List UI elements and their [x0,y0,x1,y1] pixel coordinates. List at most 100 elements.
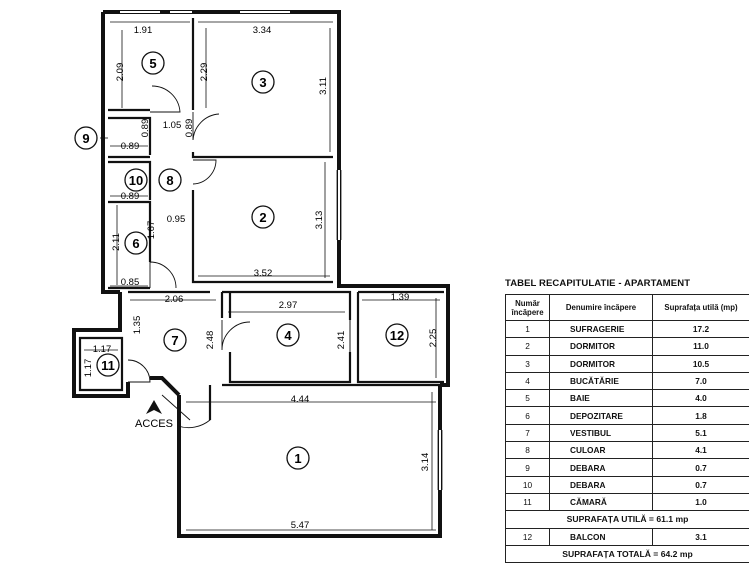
room-marker-11: 11 [96,353,120,377]
room-marker-8: 8 [158,168,182,192]
room-area: 1.0 [652,492,749,512]
room-area: 11.0 [652,337,749,356]
room-name: DEPOZITARE [549,406,653,425]
dimension-lines [84,21,440,531]
room-number: 6 [505,406,550,425]
room-number: 5 [505,389,550,408]
room-number: 11 [505,492,550,512]
svg-text:7: 7 [171,333,178,348]
grand-total-row: SUPRAFAȚA TOTALĂ = 64.2 mp [505,544,749,563]
room-marker-3: 3 [251,70,275,94]
room-number: 2 [505,337,550,356]
dim-label: 3.11 [318,77,329,95]
table-title: TABEL RECAPITULATIE - APARTAMENT [505,278,691,289]
svg-text:10: 10 [129,173,143,188]
svg-text:6: 6 [132,236,139,251]
svg-text:1: 1 [294,451,301,466]
dim-label: 1.05 [163,120,182,131]
dim-label: 4.44 [291,394,310,405]
dim-label: 2.97 [279,300,298,311]
room-area: 1.8 [652,406,749,425]
dim-label: 5.47 [291,520,310,531]
dim-label: 0.89 [184,119,195,138]
room-marker-2: 2 [251,205,275,229]
doors [127,85,351,429]
room-area: 0.7 [652,458,749,477]
dim-label: 2.25 [428,329,439,348]
room-name: BUCĂTĂRIE [549,371,653,391]
room-area: 7.0 [652,371,749,391]
access-label: ACCES [135,418,173,430]
room-name: SUFRAGERIE [549,319,653,339]
svg-text:8: 8 [166,173,173,188]
svg-text:12: 12 [390,328,404,343]
dimension-labels: 1.91 2.09 3.34 2.29 3.11 1.05 0.89 0.89 … [83,25,439,531]
room-area: 4.1 [652,441,749,460]
dim-label: 2.48 [205,331,216,350]
dim-label: 0.89 [121,191,140,202]
header-room-number: Număr încăpere [505,294,550,321]
dim-label: 1.35 [132,316,143,335]
room-name: DORMITOR [549,354,653,373]
room-marker-10: 10 [124,168,148,192]
room-marker-5: 5 [141,51,165,75]
dim-label: 0.89 [140,119,151,138]
room-marker-4: 4 [276,323,300,347]
room-marker-9: 9 [74,126,98,150]
svg-text:4: 4 [284,328,292,343]
room-marker-1: 1 [286,446,310,470]
dim-label: 3.52 [254,268,273,279]
room-number: 9 [505,458,550,477]
room-name: CULOAR [549,441,653,460]
room-area: 4.0 [652,389,749,408]
windows [120,11,443,490]
room-marker-6: 6 [124,231,148,255]
grand-total: SUPRAFAȚA TOTALĂ = 64.2 mp [505,544,749,563]
svg-text:5: 5 [149,56,156,71]
dim-label: 3.14 [420,453,431,472]
dim-label: 2.06 [165,294,184,305]
room-marker-12: 12 [385,323,409,347]
dim-label: 2.11 [111,233,122,251]
useful-total: SUPRAFAȚA UTILĂ = 61.1 mp [505,510,749,529]
floor-plan: 1.91 2.09 3.34 2.29 3.11 1.05 0.89 0.89 … [72,10,450,538]
room-area: 3.1 [652,527,749,546]
room-marker-7: 7 [163,328,187,352]
room-number: 10 [505,475,550,494]
room-name: BAIE [549,389,653,408]
dim-label: 2.29 [199,63,210,82]
room-name: DEBARA [549,475,653,494]
room-number: 1 [505,319,550,339]
room-name: DORMITOR [549,337,653,356]
access-arrow-icon [146,400,162,414]
access-marker: ACCES [135,400,173,430]
dim-label: 1.17 [93,344,112,355]
dim-label: 2.41 [336,331,347,350]
table-header-row: Număr încăpere Denumire încăpere Suprafa… [505,294,749,321]
room-number: 8 [505,441,550,460]
summary-table-panel: TABEL RECAPITULATIE - APARTAMENT Număr î… [505,278,749,563]
room-number: 7 [505,423,550,443]
room-number: 12 [505,527,550,546]
dim-label: 2.09 [115,63,126,82]
room-name: DEBARA [549,458,653,477]
dim-label: 3.13 [314,211,325,230]
room-area: 17.2 [652,319,749,339]
room-area: 10.5 [652,354,749,373]
room-number: 3 [505,354,550,373]
svg-text:11: 11 [101,358,115,373]
room-markers: 1 2 3 4 5 6 7 8 9 10 11 12 [74,51,409,470]
room-name: CĂMARĂ [549,492,653,512]
table-row: 12 BALCON 3.1 [505,527,749,546]
dim-label: 1.39 [391,292,410,303]
